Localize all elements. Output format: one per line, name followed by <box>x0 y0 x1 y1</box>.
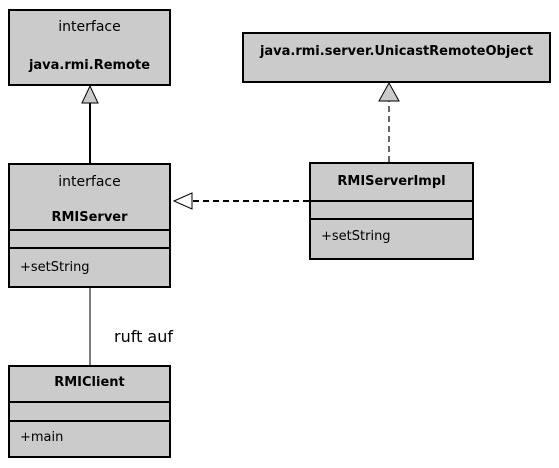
class-unicast-remote-object[interactable]: java.rmi.server.UnicastRemoteObject <box>242 32 551 83</box>
method-setstring: +setString <box>321 229 391 244</box>
class-name: java.rmi.Remote <box>28 58 151 73</box>
class-name: RMIServerImpl <box>337 174 446 189</box>
class-java-rmi-remote[interactable]: interface java.rmi.Remote <box>8 9 171 86</box>
attributes-divider <box>311 200 472 202</box>
class-name: RMIClient <box>54 375 125 390</box>
stereotype-label: interface <box>58 19 121 35</box>
method-setstring: +setString <box>20 260 90 275</box>
class-rmiserverimpl[interactable]: RMIServerImpl +setString <box>309 162 474 260</box>
methods-divider <box>10 247 169 249</box>
method-main: +main <box>20 430 64 445</box>
realization-arrowhead-rmiserver <box>172 192 193 210</box>
class-name: java.rmi.server.UnicastRemoteObject <box>259 44 534 59</box>
methods-divider <box>10 420 169 422</box>
attributes-divider <box>10 401 169 403</box>
class-rmiclient[interactable]: RMIClient +main <box>8 365 171 458</box>
inheritance-arrowhead-remote <box>81 84 99 104</box>
attributes-divider <box>10 229 169 231</box>
association-label: ruft auf <box>114 327 174 346</box>
methods-divider <box>311 218 472 220</box>
stereotype-label: interface <box>58 174 121 190</box>
class-rmiserver[interactable]: interface RMIServer +setString <box>8 163 171 288</box>
class-name: RMIServer <box>51 210 128 225</box>
inheritance-arrowhead-unicast <box>378 81 400 102</box>
